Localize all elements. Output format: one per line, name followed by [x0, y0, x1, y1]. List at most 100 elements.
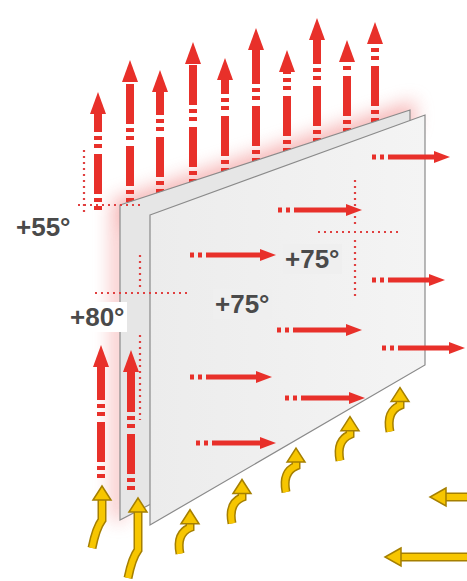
- front-panel: [150, 115, 425, 525]
- arrow-part: [93, 486, 111, 500]
- temperature-label: +75°: [213, 289, 272, 319]
- arrow-part: [185, 42, 201, 64]
- arrow-part: [189, 62, 197, 183]
- heat-arrow: [372, 274, 445, 286]
- arrow-part: [260, 249, 276, 261]
- heat-arrow: [122, 60, 138, 202]
- air-arrow: [92, 486, 111, 548]
- arrow-part: [179, 524, 190, 554]
- air-arrow: [179, 510, 199, 554]
- air-arrow: [231, 479, 251, 523]
- arrow-part: [128, 512, 138, 578]
- arrow-part: [231, 493, 242, 523]
- heat-arrow: [190, 249, 276, 261]
- flow-arrows: [92, 151, 467, 578]
- dotted-leaders: [78, 150, 402, 420]
- arrow-part: [343, 60, 351, 132]
- heat-arrow: [90, 92, 106, 210]
- arrow-part: [434, 151, 450, 163]
- heat-arrow: [196, 437, 276, 449]
- air-arrow: [339, 417, 359, 461]
- arrow-part: [339, 431, 350, 461]
- arrow-part: [367, 22, 383, 44]
- arrow-part: [90, 92, 106, 114]
- arrow-part: [122, 60, 138, 82]
- arrow-part: [123, 350, 139, 372]
- arrow-part: [248, 28, 264, 50]
- heat-arrow: [279, 50, 295, 152]
- arrow-part: [190, 375, 258, 380]
- arrow-part: [252, 48, 260, 162]
- arrow-part: [401, 554, 467, 560]
- air-arrow: [385, 548, 467, 566]
- air-arrow: [285, 448, 305, 492]
- arrow-part: [401, 553, 467, 562]
- arrow-part: [97, 365, 105, 478]
- arrow-part: [277, 328, 348, 333]
- heat-arrow: [93, 345, 109, 478]
- arrow-part: [382, 346, 451, 351]
- heat-arrow: [190, 371, 272, 383]
- arrow-part: [129, 498, 147, 512]
- arrow-part: [94, 112, 102, 210]
- arrow-part: [446, 493, 467, 502]
- arrow-part: [372, 155, 436, 160]
- arrow-part: [341, 417, 359, 431]
- heat-arrow: [382, 342, 465, 354]
- arrow-part: [372, 278, 431, 283]
- air-arrow: [389, 388, 409, 432]
- air-arrow: [128, 498, 147, 578]
- arrow-part: [126, 80, 134, 202]
- heat-arrow: [367, 22, 383, 122]
- arrow-part: [181, 510, 199, 524]
- arrow-part: [156, 90, 164, 193]
- heat-arrow: [277, 324, 362, 336]
- heat-arrow: [372, 151, 450, 163]
- arrow-part: [287, 448, 305, 462]
- arrow-part: [127, 370, 135, 490]
- arrow-part: [196, 441, 262, 446]
- arrow-part: [278, 208, 348, 213]
- air-arrow: [430, 488, 467, 506]
- arrow-part: [339, 40, 355, 62]
- heat-arrow: [248, 28, 264, 162]
- heat-arrow: [339, 40, 355, 132]
- arrow-part: [430, 488, 446, 506]
- heat-arrow: [123, 350, 139, 490]
- arrow-part: [233, 479, 251, 493]
- arrow-part: [285, 462, 296, 492]
- arrow-part: [92, 500, 102, 548]
- arrow-part: [152, 70, 168, 92]
- arrow-part: [190, 253, 262, 258]
- arrow-part: [256, 371, 272, 383]
- temperature-label: +80°: [68, 302, 127, 332]
- arrow-part: [231, 493, 242, 523]
- arrow-part: [128, 512, 138, 578]
- arrow-part: [391, 388, 409, 402]
- heat-arrow: [217, 58, 233, 172]
- arrow-part: [449, 342, 465, 354]
- arrow-part: [349, 392, 365, 404]
- arrow-part: [93, 345, 109, 367]
- arrow-part: [385, 548, 401, 566]
- arrow-part: [285, 462, 296, 492]
- temperature-label: +55°: [14, 212, 73, 242]
- arrow-part: [371, 42, 379, 122]
- arrow-part: [221, 78, 229, 172]
- arrow-part: [313, 38, 321, 142]
- arrow-part: [260, 437, 276, 449]
- heat-arrow: [185, 42, 201, 183]
- arrow-part: [217, 58, 233, 80]
- arrow-part: [339, 431, 350, 461]
- arrow-part: [285, 396, 351, 401]
- arrow-part: [446, 494, 467, 500]
- arrow-part: [92, 500, 102, 548]
- heat-arrow: [285, 392, 365, 404]
- temperature-label: +75°: [283, 244, 342, 274]
- heat-arrow: [278, 204, 362, 216]
- arrow-part: [389, 402, 400, 432]
- heat-arrow: [152, 70, 168, 193]
- arrow-part: [179, 524, 190, 554]
- arrow-part: [279, 50, 295, 72]
